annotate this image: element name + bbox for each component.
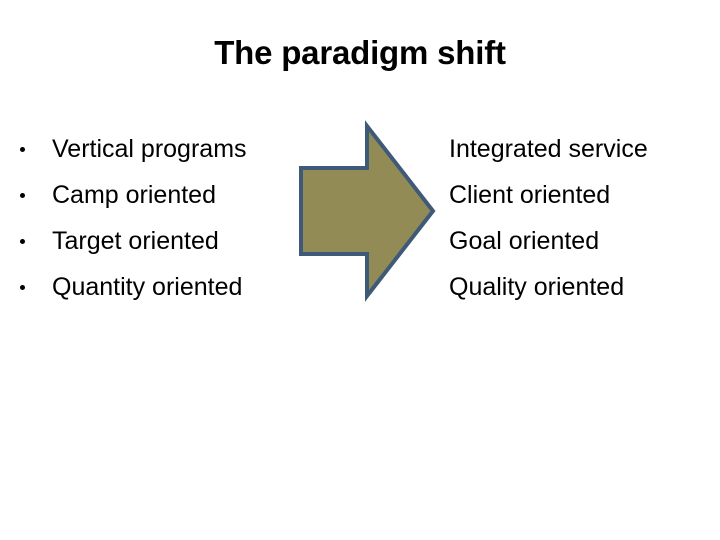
list-item: Integrated service xyxy=(449,135,648,163)
list-item: Camp oriented xyxy=(14,172,294,218)
bullet-dot-icon xyxy=(20,147,25,152)
right-block-arrow-shape xyxy=(299,120,436,302)
list-item: Vertical programs xyxy=(14,126,294,172)
right-text-list: Integrated service Client oriented Goal … xyxy=(449,126,714,310)
bullet-dot-icon xyxy=(20,239,25,244)
list-item-label: Camp oriented xyxy=(52,181,216,209)
list-item-label: Target oriented xyxy=(52,227,219,255)
page-title: The paradigm shift xyxy=(214,34,506,71)
list-item-label: Vertical programs xyxy=(52,135,247,163)
left-bullet-list: Vertical programs Camp oriented Target o… xyxy=(14,126,294,310)
bullet-dot-icon xyxy=(20,193,25,198)
bullet-dot-icon xyxy=(20,285,25,290)
list-item: Quality oriented xyxy=(449,273,625,301)
list-item: Goal oriented xyxy=(449,227,600,255)
right-block-arrow-icon xyxy=(296,120,438,302)
list-item-label: Quantity oriented xyxy=(52,273,243,301)
list-item: Quantity oriented xyxy=(14,264,294,310)
list-item: Client oriented xyxy=(449,181,611,209)
list-item: Target oriented xyxy=(14,218,294,264)
arrow-polygon xyxy=(299,120,436,302)
